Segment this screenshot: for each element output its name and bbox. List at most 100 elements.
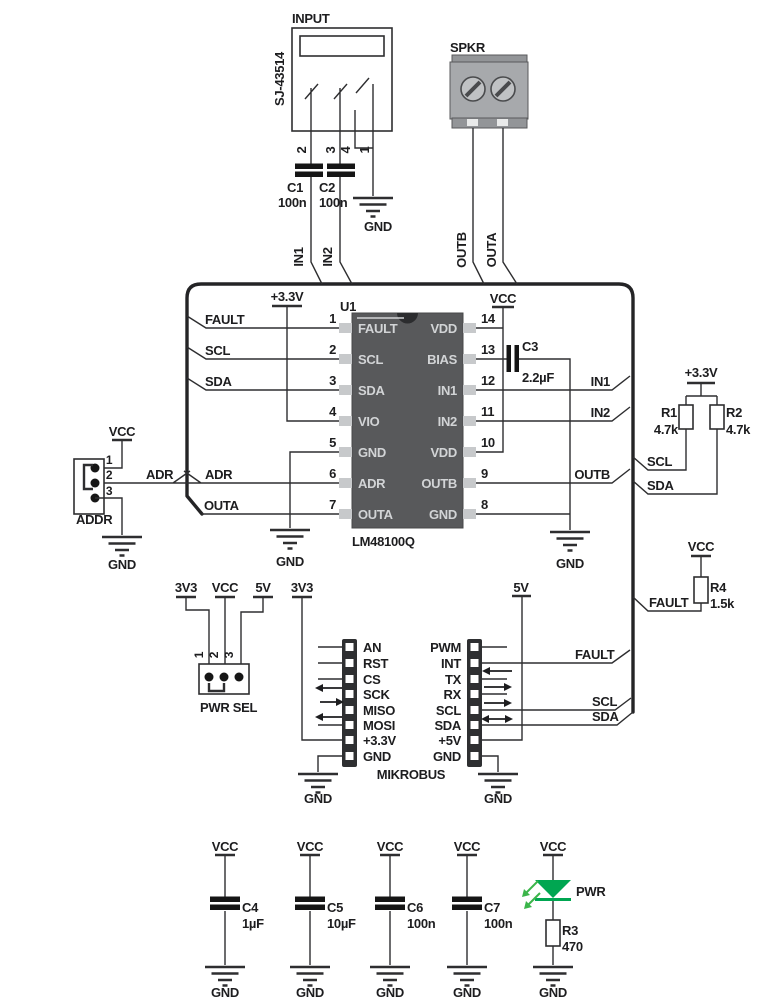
jack-pin-4: 4 <box>338 145 353 153</box>
speaker-label: SPKR <box>450 40 486 55</box>
gnd-symbol <box>100 535 144 557</box>
wire-sda-pullup <box>632 429 718 495</box>
rail-vcc-label: VCC <box>540 839 567 854</box>
wire-adr <box>95 470 339 484</box>
mikrobus-right-header <box>467 639 482 767</box>
gnd-label: GND <box>453 985 481 999</box>
ic-u1: U1 FAULT SCL SDA VIO GND ADR OUTA VDD BI… <box>329 299 496 549</box>
cap-c4-plate <box>210 896 240 902</box>
pin-num-5: 5 <box>329 435 336 450</box>
pwrsel-pin3-num: 3 <box>222 651 236 658</box>
decoupling-caps: VCC C4 1µF GND VCC C5 10µF GND VCC C6 10… <box>203 839 513 999</box>
net-fault-label: FAULT <box>575 647 615 662</box>
gnd-symbol <box>531 965 575 987</box>
rail-3v3: 3V3 <box>175 580 197 595</box>
mikrobus-pin-5v: +5V <box>438 733 461 748</box>
net-in1-label: IN1 <box>291 247 306 266</box>
net-fault-label: FAULT <box>205 312 245 327</box>
ic-pin-vdd10: VDD <box>430 445 457 460</box>
ic-pin-in1: IN1 <box>438 383 457 398</box>
wire-mikrobus-scl <box>482 697 632 711</box>
led-label: PWR <box>576 884 606 899</box>
pwr-sel-jumper: 3V3 VCC 5V 1 2 3 PWR SEL <box>175 580 273 715</box>
input-jack-part: SJ-43514 <box>272 51 287 106</box>
pin-num-8: 8 <box>481 497 488 512</box>
cap-c7-plate <box>452 896 482 902</box>
gnd-symbol <box>268 528 312 550</box>
ic-notch <box>397 313 418 324</box>
rail-vcc-label: VCC <box>212 580 239 595</box>
net-outa-label: OUTA <box>204 498 240 513</box>
ic-part: LM48100Q <box>352 534 415 549</box>
cap-c1-value: 100n <box>278 195 307 210</box>
mikrobus-left-stubs <box>318 646 342 726</box>
ic-pin-gnd5: GND <box>358 445 386 460</box>
wire-pwrsel <box>185 598 264 672</box>
gnd-label: GND <box>211 985 239 999</box>
rail-5v: 5V <box>513 580 529 595</box>
pin-num-2: 2 <box>329 342 336 357</box>
pwrsel-pin1 <box>204 672 214 682</box>
led-emission-arrow-icon <box>524 901 532 909</box>
terminal-notch <box>467 119 478 126</box>
ic-pin-in2: IN2 <box>438 414 457 429</box>
mikrobus-pin-scl: SCL <box>436 703 461 718</box>
cap-c5-plate <box>295 904 325 910</box>
fault-pullup: VCC R4 1.5k FAULT <box>632 539 735 612</box>
resistor-r3-ref: R3 <box>562 923 578 938</box>
cap-c2-plate <box>327 163 355 169</box>
resistor-r4-body <box>693 576 709 604</box>
mikrobus-pin-mosi: MOSI <box>363 718 395 733</box>
mikrobus: 3V3 5V AN RST CS SCK MISO MOSI +3.3V GND… <box>291 580 634 806</box>
ic-pin-adr: ADR <box>358 476 386 491</box>
pwrsel-pin3 <box>234 672 244 682</box>
resistor-r3-value: 470 <box>562 939 583 954</box>
cap-c5-ref: C5 <box>327 900 343 915</box>
pwrsel-jumper-cap <box>207 683 226 693</box>
net-scl-label: SCL <box>205 343 230 358</box>
i2c-pullups: +3.3V R1 4.7k R2 4.7k SCL SDA <box>632 365 751 495</box>
cap-c1-plate <box>295 163 323 169</box>
gnd-symbol <box>351 196 395 218</box>
wire-addr-vcc <box>99 441 123 469</box>
gnd-symbol <box>548 530 592 552</box>
cap-c3-plate <box>514 345 519 372</box>
ic-pin-bias: BIAS <box>427 352 457 367</box>
rail-vcc-label: VCC <box>297 839 324 854</box>
pin-num-12: 12 <box>481 373 495 388</box>
power-led-block: VCC PWR R3 470 GND <box>522 839 607 999</box>
pin-num-3: 3 <box>329 373 336 388</box>
resistor-r3-body <box>545 919 561 947</box>
cap-c3-ref: C3 <box>522 339 538 354</box>
gnd-label: GND <box>556 556 584 571</box>
addr-pin1-num: 1 <box>106 453 113 467</box>
gnd-label: GND <box>276 554 304 569</box>
addr-jumper: VCC 1 2 3 ADDR GND <box>73 424 144 572</box>
resistor-r1-body <box>678 404 694 430</box>
input-jack-sleeve <box>299 35 385 57</box>
input-jack: INPUT SJ-43514 2 3 4 1 C1 100n C2 100n G… <box>272 11 395 285</box>
rail-5v: 5V <box>255 580 271 595</box>
pin-num-1: 1 <box>329 311 336 326</box>
resistor-r4-value: 1.5k <box>710 596 735 611</box>
net-adr-label: ADR <box>205 467 233 482</box>
wire-outa-top <box>502 128 518 285</box>
pwrsel-label: PWR SEL <box>200 700 257 715</box>
mikrobus-left-pads <box>345 643 354 760</box>
mikrobus-pin-pwm: PWM <box>430 640 461 655</box>
cap-c2-ref: C2 <box>319 180 335 195</box>
module-outline <box>185 282 635 714</box>
net-in1-label: IN1 <box>591 374 610 389</box>
addr-pin2 <box>90 478 100 488</box>
ic-pin-fault: FAULT <box>358 321 398 336</box>
rail-3v3-label: +3.3V <box>271 289 304 304</box>
wire-mikrobus-gnd-left <box>317 755 342 772</box>
wire-addr-gnd <box>95 497 123 535</box>
ic-pin-stubs <box>339 323 476 519</box>
mikrobus-pin-sck: SCK <box>363 687 390 702</box>
resistor-r2-ref: R2 <box>726 405 742 420</box>
mikrobus-pin-rst: RST <box>363 656 388 671</box>
ic-ref: U1 <box>340 299 356 314</box>
cap-c1-ref: C1 <box>287 180 303 195</box>
